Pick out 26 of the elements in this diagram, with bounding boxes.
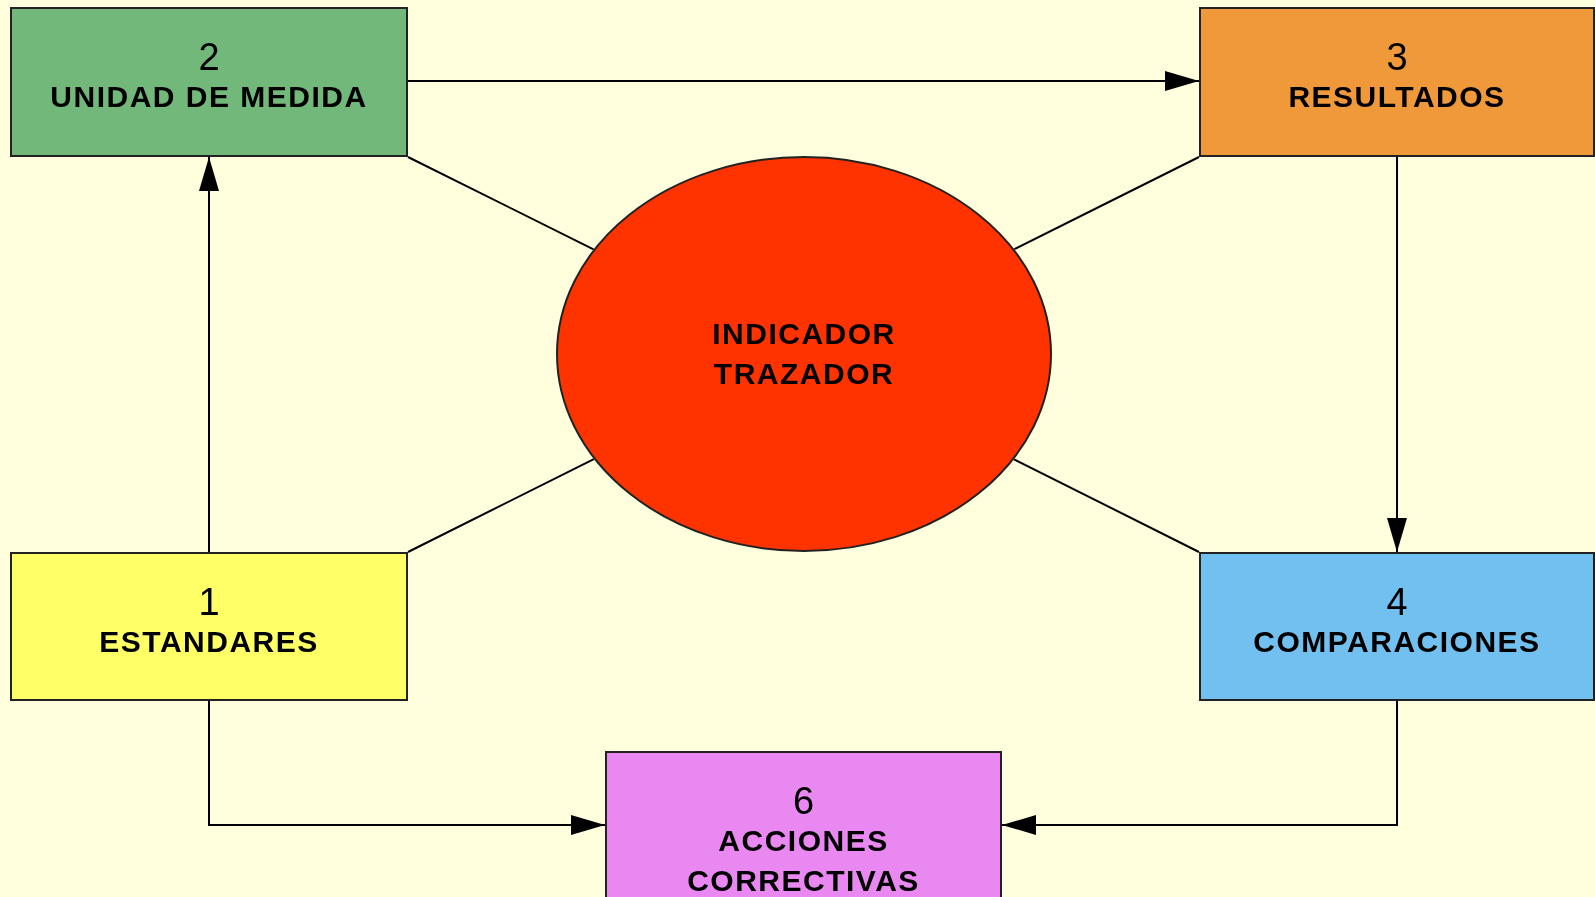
process-box: [605, 751, 1002, 897]
connector-line: [407, 156, 595, 251]
connector-line: [1013, 458, 1200, 553]
arrow: [199, 156, 219, 553]
step-label: ESTANDARES: [99, 624, 319, 660]
step-label: ACCIONES CORRECTIVAS: [686, 823, 921, 897]
process-box: [10, 552, 408, 701]
step-label: INDICADOR TRAZADOR: [711, 316, 897, 392]
ellipse-node: [556, 156, 1052, 552]
arrow: [1001, 700, 1398, 835]
step-label: RESULTADOS: [1288, 79, 1506, 115]
step-number: 1: [198, 582, 220, 622]
step-label: UNIDAD DE MEDIDA: [50, 79, 368, 115]
step-number: 4: [1386, 582, 1408, 622]
process-box: [10, 7, 408, 157]
step-number: 3: [1386, 37, 1408, 77]
arrow: [1387, 156, 1407, 553]
connector-line: [1013, 156, 1200, 251]
step-number: 6: [792, 781, 815, 821]
process-box: [1199, 552, 1595, 701]
step-number: 2: [198, 37, 220, 77]
step-label: COMPARACIONES: [1253, 624, 1541, 660]
process-box: [1199, 7, 1595, 157]
arrow: [407, 71, 1200, 91]
connector-line: [407, 458, 595, 553]
arrow: [208, 700, 606, 835]
